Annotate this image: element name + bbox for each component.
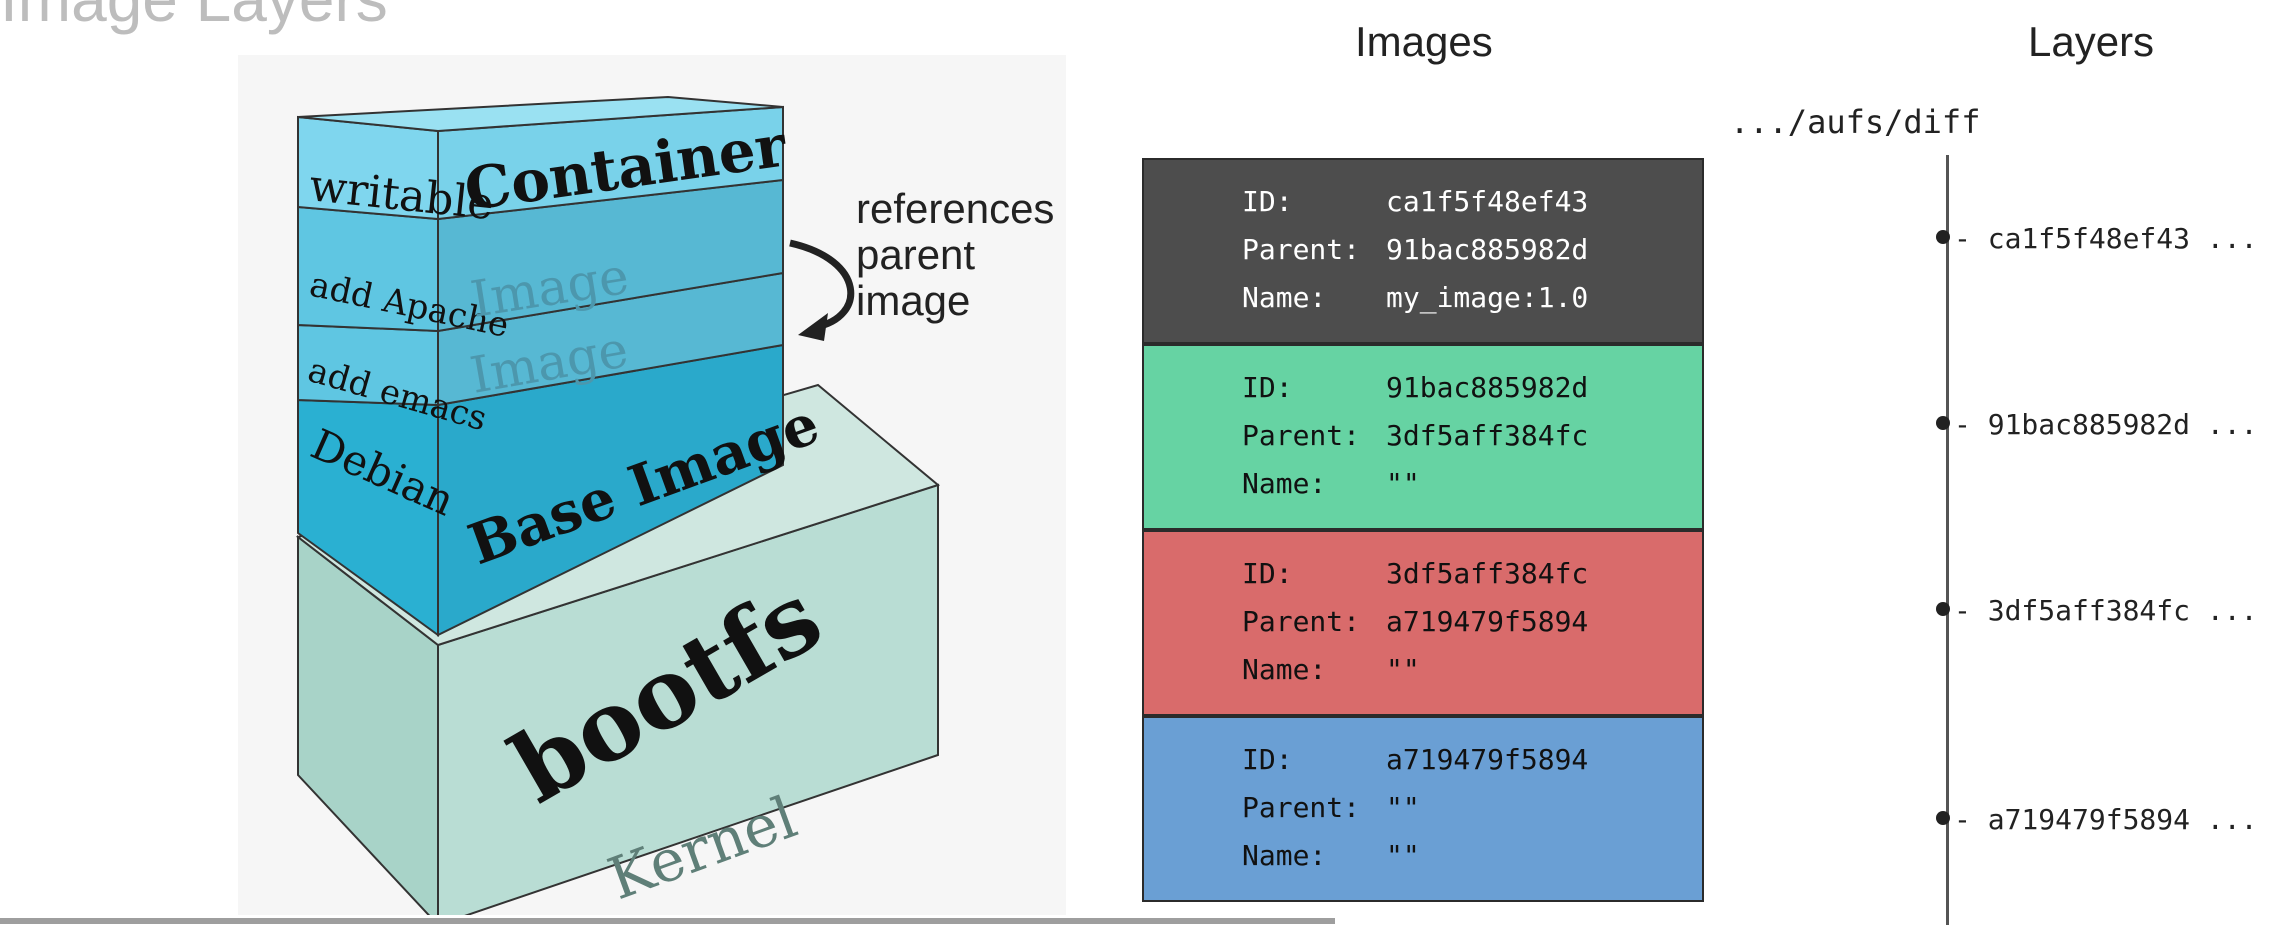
id-key: ID: [1242, 185, 1293, 218]
parent-key: Parent: [1242, 419, 1361, 452]
image-parent-row: Parent: "" [1242, 784, 1588, 832]
image-id-value: ca1f5f48ef43 [1386, 185, 1589, 218]
image-box-a719479f5894: ID: a719479f5894 Parent: "" Name: "" [1142, 716, 1704, 902]
image-parent-value: "" [1386, 791, 1420, 824]
image-name-value: "" [1386, 653, 1420, 686]
parent-key: Parent: [1242, 233, 1361, 266]
image-id-row: ID: a719479f5894 [1242, 736, 1588, 784]
layer-item-a719479f5894: - a719479f5894 ... [1936, 803, 2257, 836]
layer-item-3df5aff384fc: - 3df5aff384fc ... [1936, 594, 2257, 627]
image-id-row: ID: ca1f5f48ef43 [1242, 178, 1588, 226]
image-id-value: 91bac885982d [1386, 371, 1589, 404]
image-id-value: a719479f5894 [1386, 743, 1589, 776]
image-parent-row: Parent: 91bac885982d [1242, 226, 1588, 274]
layer-item-label: ca1f5f48ef43 ... [1987, 222, 2258, 255]
references-label-line-3: image [856, 277, 970, 324]
image-id-row: ID: 3df5aff384fc [1242, 550, 1588, 598]
slide-title: Image Layers [0, 0, 388, 36]
parent-key: Parent: [1242, 605, 1361, 638]
name-key: Name: [1242, 653, 1327, 686]
image-parent-value: 3df5aff384fc [1386, 419, 1589, 452]
image-parent-row: Parent: 3df5aff384fc [1242, 412, 1588, 460]
image-box-3df5aff384fc: ID: 3df5aff384fc Parent: a719479f5894 Name… [1142, 530, 1704, 716]
image-box-ca1f5f48ef43: ID: ca1f5f48ef43 Parent: 91bac885982d Name… [1142, 158, 1704, 344]
name-key: Name: [1242, 281, 1327, 314]
image-name-row: Name: "" [1242, 832, 1588, 880]
image-name-row: Name: my_image:1.0 [1242, 274, 1588, 322]
image-name-row: Name: "" [1242, 646, 1588, 694]
image-name-value: "" [1386, 467, 1420, 500]
layer-item-label: 3df5aff384fc ... [1987, 594, 2258, 627]
layer-dot-icon [1936, 602, 1950, 616]
image-name-value: my_image:1.0 [1386, 281, 1589, 314]
image-box-91bac885982d: ID: 91bac885982d Parent: 3df5aff384fc Name… [1142, 344, 1704, 530]
parent-key: Parent: [1242, 791, 1361, 824]
image-id-row: ID: 91bac885982d [1242, 364, 1588, 412]
id-key: ID: [1242, 743, 1293, 776]
layer-dot-icon [1936, 811, 1950, 825]
image-parent-value: a719479f5894 [1386, 605, 1589, 638]
layer-item-ca1f5f48ef43: - ca1f5f48ef43 ... [1936, 222, 2257, 255]
layer-item-label: a719479f5894 ... [1987, 803, 2258, 836]
id-key: ID: [1242, 557, 1293, 590]
layers-tree-line [1946, 155, 1949, 925]
references-label-line-2: parent [856, 231, 975, 278]
image-name-row: Name: "" [1242, 460, 1588, 508]
image-parent-value: 91bac885982d [1386, 233, 1589, 266]
aufs-diff-path: .../aufs/diff [1730, 103, 1981, 141]
bottom-divider [0, 918, 1335, 924]
image-name-value: "" [1386, 839, 1420, 872]
layers-column-title: Layers [2028, 18, 2155, 65]
image-id-value: 3df5aff384fc [1386, 557, 1589, 590]
references-arrow [789, 239, 855, 331]
name-key: Name: [1242, 839, 1327, 872]
references-arrowhead-icon [798, 313, 828, 341]
layer-item-91bac885982d: - 91bac885982d ... [1936, 408, 2257, 441]
references-label-line-1: references [856, 185, 1054, 232]
name-key: Name: [1242, 467, 1327, 500]
layer-dot-icon [1936, 416, 1950, 430]
layer-stack-diagram: writable Container add Apache Image add … [295, 95, 1054, 915]
container-layer-top [297, 95, 784, 133]
layer-item-label: 91bac885982d ... [1987, 408, 2258, 441]
layer-dot-icon [1936, 230, 1950, 244]
images-column-title: Images [1355, 18, 1493, 65]
id-key: ID: [1242, 371, 1293, 404]
image-parent-row: Parent: a719479f5894 [1242, 598, 1588, 646]
